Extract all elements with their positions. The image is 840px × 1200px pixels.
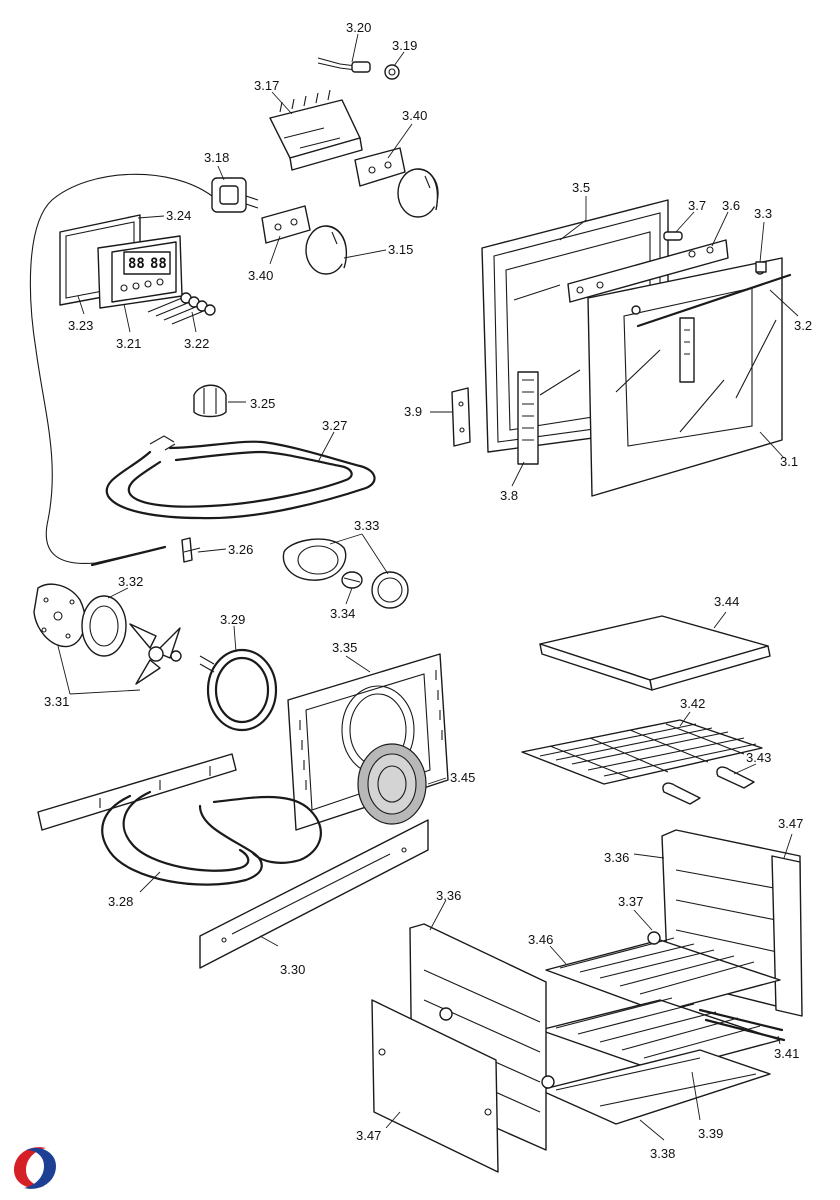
grill-element-3-27 — [105, 435, 376, 520]
label-3-22: 3.22 — [184, 336, 209, 351]
wire-lead-3-20 — [317, 57, 371, 73]
timer-buttons-3-22 — [147, 292, 216, 325]
label-3-40-upper: 3.40 — [402, 108, 427, 123]
label-3-43: 3.43 — [746, 750, 771, 765]
label-3-39: 3.39 — [698, 1126, 723, 1141]
label-3-21: 3.21 — [116, 336, 141, 351]
label-3-36-right: 3.36 — [604, 850, 629, 865]
selector-switch-3-17 — [269, 89, 363, 171]
label-3-37: 3.37 — [618, 894, 643, 909]
label-3-27: 3.27 — [322, 418, 347, 433]
label-3-40-lower: 3.40 — [248, 268, 273, 283]
label-3-33: 3.33 — [354, 518, 379, 533]
label-3-19: 3.19 — [392, 38, 417, 53]
retaining-clip-3-26 — [181, 537, 201, 563]
lower-element-3-28 — [101, 790, 322, 886]
circular-fan-element-3-29 — [199, 648, 278, 732]
label-3-25: 3.25 — [250, 396, 275, 411]
cable-clamp-3-25 — [193, 384, 227, 418]
sensor-probe — [90, 545, 167, 567]
label-3-9: 3.9 — [404, 404, 422, 419]
leader-lines — [57, 33, 799, 1141]
label-3-41: 3.41 — [774, 1046, 799, 1061]
label-3-29: 3.29 — [220, 612, 245, 627]
label-3-47-left: 3.47 — [356, 1128, 381, 1143]
label-3-23: 3.23 — [68, 318, 93, 333]
timer-display-right: 88 — [150, 256, 167, 272]
label-3-1: 3.1 — [780, 454, 798, 469]
knob-bracket-upper-3-40 — [354, 147, 406, 187]
timer-display-left: 88 — [128, 256, 145, 272]
part-labels: 3.20 3.19 3.17 3.40 3.18 3.24 3.40 3.15 … — [44, 20, 812, 1161]
lamp-bulb-3-34 — [341, 571, 363, 589]
lower-element-bracket — [37, 753, 237, 831]
runner-pin-3-37 — [647, 931, 661, 945]
side-rail-panel-right-3-47 — [771, 855, 803, 1017]
label-3-8: 3.8 — [500, 488, 518, 503]
hinge-clip-3-3 — [755, 261, 767, 273]
label-3-24: 3.24 — [166, 208, 191, 223]
hinge-pin-3-7 — [663, 231, 683, 241]
label-3-45: 3.45 — [450, 770, 475, 785]
shelf-runner-3-41 — [698, 1008, 786, 1042]
label-3-30: 3.30 — [280, 962, 305, 977]
door-hinge-arm — [679, 317, 695, 383]
label-3-36-left: 3.36 — [436, 888, 461, 903]
label-3-26: 3.26 — [228, 542, 253, 557]
label-3-5: 3.5 — [572, 180, 590, 195]
thermostat-3-18 — [211, 177, 259, 213]
control-knob-lower-3-15 — [305, 225, 348, 275]
label-3-15: 3.15 — [388, 242, 413, 257]
label-3-42: 3.42 — [680, 696, 705, 711]
drip-tray-3-38 — [539, 1049, 771, 1125]
wire-shelf-3-46 — [545, 937, 781, 1013]
label-3-7: 3.7 — [688, 198, 706, 213]
baking-tray-3-44 — [539, 615, 771, 691]
label-3-38: 3.38 — [650, 1146, 675, 1161]
label-3-34: 3.34 — [330, 606, 355, 621]
shelf-support-clips-3-43 — [662, 766, 755, 805]
label-3-3: 3.3 — [754, 206, 772, 221]
electronic-timer-3-21: 88 88 — [97, 235, 183, 309]
sensor-cable — [29, 173, 213, 565]
label-3-20: 3.20 — [346, 20, 371, 35]
fan-shield-3-32 — [81, 595, 127, 657]
label-3-18: 3.18 — [204, 150, 229, 165]
lamp-cover-3-33 — [371, 571, 409, 609]
label-3-44: 3.44 — [714, 594, 739, 609]
fan-cover-3-45 — [357, 743, 427, 825]
label-3-6: 3.6 — [722, 198, 740, 213]
hinge-bracket-3-9 — [451, 387, 471, 447]
label-3-2: 3.2 — [794, 318, 812, 333]
label-3-47-right: 3.47 — [778, 816, 803, 831]
label-3-35: 3.35 — [332, 640, 357, 655]
label-3-28: 3.28 — [108, 894, 133, 909]
side-panel-left-3-47 — [371, 999, 499, 1173]
wire-shelf-3-42 — [521, 719, 763, 785]
door-hinge-3-8 — [517, 371, 539, 465]
control-knob-upper — [397, 168, 439, 218]
fan-motor-plate-3-31 — [33, 583, 86, 648]
door-top-trim-3-6 — [567, 239, 729, 303]
fan-blade — [129, 623, 182, 685]
knob-bracket-lower-3-40 — [261, 205, 311, 244]
oven-lamp-housing-3-33 — [282, 538, 347, 581]
brand-swirl-logo-icon — [14, 1147, 56, 1189]
indicator-lamp-3-19 — [384, 64, 400, 80]
label-3-31: 3.31 — [44, 694, 69, 709]
label-3-32: 3.32 — [118, 574, 143, 589]
bottom-trim-3-30 — [199, 819, 429, 969]
label-3-46: 3.46 — [528, 932, 553, 947]
label-3-17: 3.17 — [254, 78, 279, 93]
